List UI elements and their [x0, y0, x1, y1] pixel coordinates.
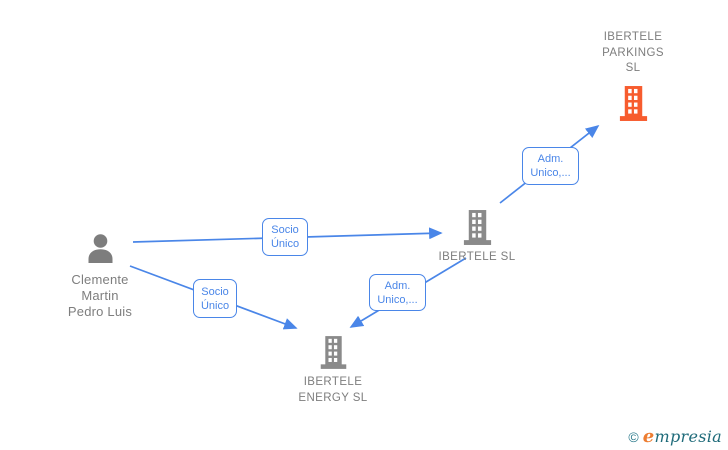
company-name-line: IBERTELE: [603, 31, 663, 43]
edge-label-line: Único: [200, 299, 230, 312]
edge-label-adm-unico-1[interactable]: Adm. Unico,...: [522, 147, 579, 185]
edge-label-socio-unico-1[interactable]: Socio Único: [262, 218, 308, 256]
person-icon: [88, 234, 112, 263]
building-icon: [463, 210, 491, 245]
company-name-line: PARKINGS: [602, 46, 664, 59]
edge-label-line: Socio: [201, 285, 229, 298]
person-name-line: Martin: [81, 288, 119, 303]
edge-label-line: Unico,...: [530, 167, 571, 179]
company-name-label: IBERTELE PARKINGS SL: [602, 30, 664, 77]
company-name-line: IBERTELE SL: [438, 251, 516, 263]
node-ibertele-parkings-sl[interactable]: IBERTELE PARKINGS SL: [573, 30, 693, 122]
edge-label-line: Unico,...: [377, 293, 418, 306]
person-name-line: Pedro Luis: [67, 304, 133, 319]
company-name-line: SL: [625, 62, 641, 74]
empresia-rest: mpresia: [654, 427, 722, 446]
edge-label-line: Socio: [271, 224, 299, 236]
edge-label-adm-unico-2[interactable]: Adm. Unico,...: [369, 274, 426, 311]
company-name-label: IBERTELE SL: [438, 250, 515, 266]
edge-label-line: Adm.: [384, 279, 411, 292]
node-person-clemente[interactable]: Clemente Martin Pedro Luis: [40, 233, 160, 320]
company-name-line: ENERGY SL: [298, 391, 368, 404]
company-name-label: IBERTELE ENERGY SL: [298, 375, 367, 406]
company-name-line: IBERTELE: [303, 376, 363, 388]
edge-label-socio-unico-2[interactable]: Socio Único: [193, 279, 237, 318]
building-icon: [320, 336, 346, 369]
building-icon: [619, 85, 647, 121]
empresia-initial: e: [642, 426, 655, 447]
copyright-symbol: ©: [628, 429, 639, 445]
edge-label-line: Único: [270, 238, 300, 250]
empresia-wordmark: empresia: [643, 426, 722, 447]
person-name-line: Clemente: [71, 272, 129, 287]
empresia-logo: © empresia: [628, 426, 722, 447]
node-ibertele-energy-sl[interactable]: IBERTELE ENERGY SL: [273, 334, 393, 406]
person-name-label: Clemente Martin Pedro Luis: [68, 272, 132, 320]
edge-label-line: Adm.: [537, 153, 564, 165]
node-ibertele-sl[interactable]: IBERTELE SL: [417, 209, 537, 266]
